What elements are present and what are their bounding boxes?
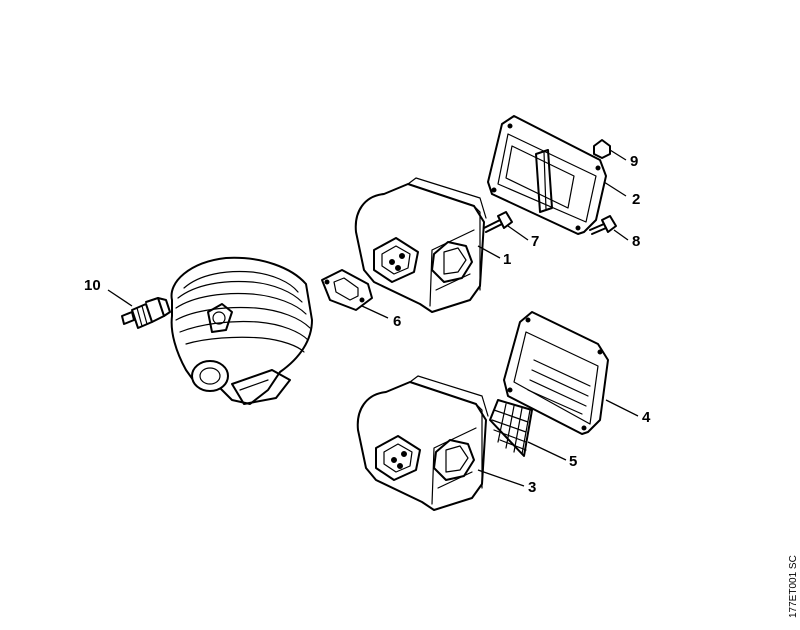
gasket-part[interactable] [321, 269, 373, 311]
leader-line-4 [605, 399, 639, 417]
cylinder-part[interactable] [170, 256, 313, 405]
callout-9: 9 [630, 153, 638, 170]
nut-part[interactable] [593, 139, 611, 159]
muffler-body-part[interactable] [354, 177, 487, 313]
screw-part[interactable] [483, 211, 513, 233]
callout-10: 10 [84, 277, 101, 294]
callout-2: 2 [632, 191, 640, 208]
leader-line-2 [603, 181, 627, 197]
spark-plug-part[interactable] [121, 297, 171, 329]
callout-3: 3 [528, 479, 536, 496]
callout-4: 4 [642, 409, 651, 426]
leader-line-6 [361, 305, 389, 319]
spark-arrestor-screen-part[interactable] [489, 399, 533, 457]
figure-code: 177ET001 SC [788, 555, 799, 618]
callout-6: 6 [393, 313, 401, 330]
leader-line-3 [477, 469, 525, 487]
leader-line-5 [527, 441, 567, 461]
screw-alt-part[interactable] [589, 215, 617, 235]
leader-line-10 [107, 289, 133, 307]
leader-line-7 [507, 225, 529, 241]
callout-1: 1 [503, 251, 511, 268]
callout-8: 8 [632, 233, 640, 250]
leader-line-8 [613, 229, 629, 241]
muffler-cover-alt-part[interactable] [503, 311, 609, 435]
muffler-body-alt-part[interactable] [356, 375, 489, 511]
muffler-cover-part[interactable] [487, 115, 607, 235]
leader-line-1 [477, 245, 501, 259]
leader-line-9 [609, 149, 627, 161]
callout-7: 7 [531, 233, 539, 250]
callout-5: 5 [569, 453, 577, 470]
